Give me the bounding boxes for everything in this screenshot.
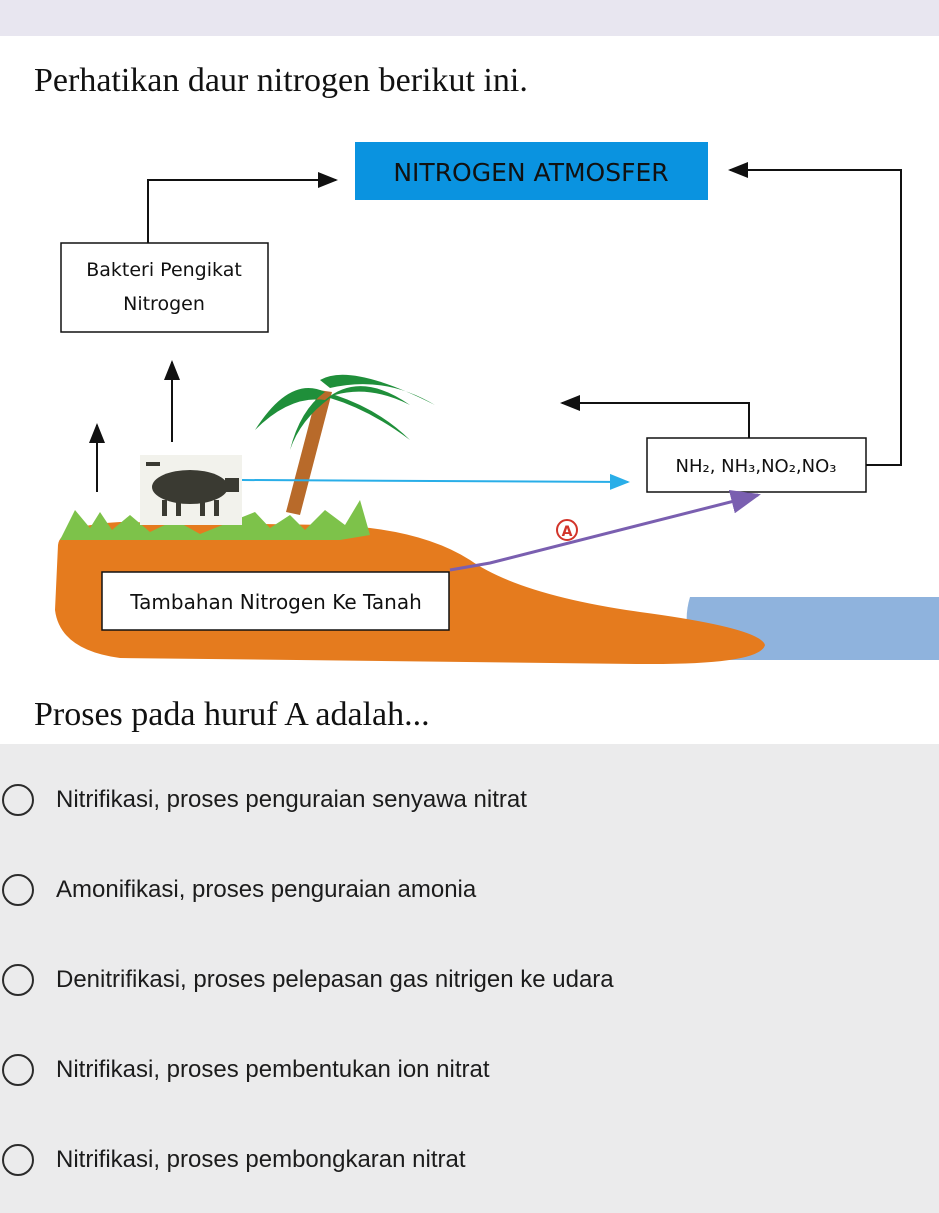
nitrogen-cycle-diagram: Bakteri Pengikat Nitrogen NITROGEN ATMOS… <box>55 142 939 665</box>
option-label: Denitrifikasi, proses pelepasan gas nitr… <box>56 966 614 993</box>
bacteria-label-line1: Bakteri Pengikat <box>86 259 242 281</box>
palm-trunk <box>286 390 332 515</box>
cow-illustration <box>140 455 242 525</box>
radio-button[interactable] <box>2 1054 34 1086</box>
grass-shape <box>60 500 370 540</box>
atmosphere-label: NITROGEN ATMOSFER <box>393 158 668 187</box>
answer-option-3[interactable]: Denitrifikasi, proses pelepasan gas nitr… <box>0 944 939 1020</box>
option-label: Nitrifikasi, proses pembentukan ion nitr… <box>56 1056 490 1083</box>
bacteria-box <box>60 242 269 333</box>
answer-option-4[interactable]: Nitrifikasi, proses pembentukan ion nitr… <box>0 1034 939 1110</box>
marker-a <box>556 519 578 541</box>
option-label: Amonifikasi, proses penguraian amonia <box>56 876 477 903</box>
radio-button[interactable] <box>2 1144 34 1176</box>
option-label: Nitrifikasi, proses pembongkaran nitrat <box>56 1146 466 1173</box>
option-label: Nitrifikasi, proses penguraian senyawa n… <box>56 786 527 813</box>
answer-option-2[interactable]: Amonifikasi, proses penguraian amonia <box>0 854 939 930</box>
purple-arrow <box>449 490 761 572</box>
palm-leaves <box>255 386 410 450</box>
question-title: Perhatikan daur nitrogen berikut ini. <box>34 62 528 99</box>
answer-option-1[interactable]: Nitrifikasi, proses penguraian senyawa n… <box>0 764 939 840</box>
radio-button[interactable] <box>2 784 34 816</box>
bacteria-label-line2: Nitrogen <box>123 293 205 315</box>
top-bar <box>0 0 939 36</box>
soil-label: Tambahan Nitrogen Ke Tanah <box>129 590 422 614</box>
question-prompt: Proses pada huruf A adalah... <box>34 696 430 733</box>
cyan-arrow <box>241 473 630 490</box>
radio-button[interactable] <box>2 874 34 906</box>
atmosphere-box <box>355 142 708 200</box>
marker-a-label: A <box>562 524 573 540</box>
radio-button[interactable] <box>2 964 34 996</box>
answer-option-5[interactable]: Nitrifikasi, proses pembongkaran nitrat <box>0 1124 939 1200</box>
soil-label-box <box>101 571 450 631</box>
compounds-label: NH₂, NH₃,NO₂,NO₃ <box>675 456 836 477</box>
